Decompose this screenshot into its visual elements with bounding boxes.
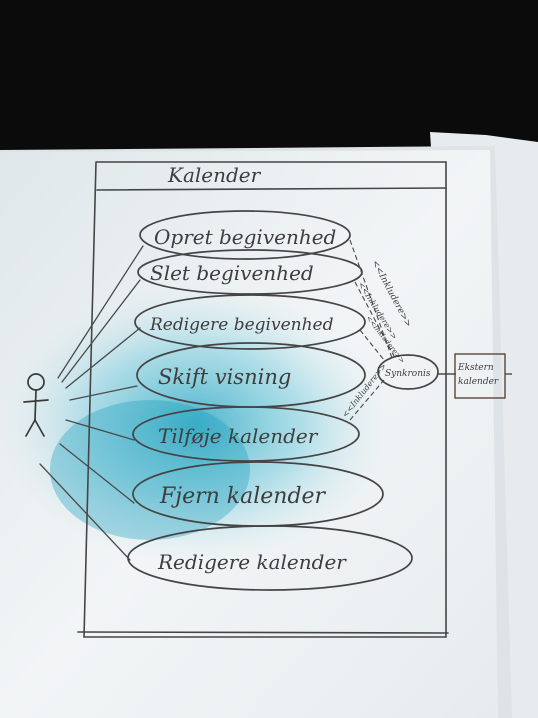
- system-boundary: [77, 161, 449, 638]
- use-case-label-redigere-kalender: Redigere kalender: [157, 550, 347, 574]
- use-case-label-skift: Skift visning: [158, 365, 291, 389]
- actor-stick-figure: [23, 373, 49, 437]
- blue-stain: [0, 285, 390, 565]
- use-case-ellipse-slet: [137, 249, 363, 295]
- sync-use-case-label: Synkronis: [385, 369, 431, 379]
- blue-stain-core: [50, 400, 250, 540]
- include-lines: [349, 239, 396, 421]
- association-lines: [39, 245, 144, 561]
- use-case-label-redigere-begivenhed: Redigere begivenhed: [149, 315, 334, 335]
- external-actor-box: [438, 353, 512, 399]
- use-case-label-fjern: Fjern kalender: [159, 484, 327, 509]
- use-case-ellipse-redigere-begivenhed: [134, 294, 366, 350]
- use-case-label-opret: Opret begivenhed: [154, 225, 336, 249]
- system-title: Kalender: [167, 163, 262, 187]
- use-case-ellipse-tilfoje: [132, 406, 360, 462]
- sync-use-case-ellipse: [377, 354, 439, 390]
- use-case-label-slet: Slet begivenhed: [150, 261, 314, 285]
- use-case-label-tilfoje: Tilføje kalender: [158, 424, 319, 448]
- use-case-ellipse-opret: [139, 210, 351, 260]
